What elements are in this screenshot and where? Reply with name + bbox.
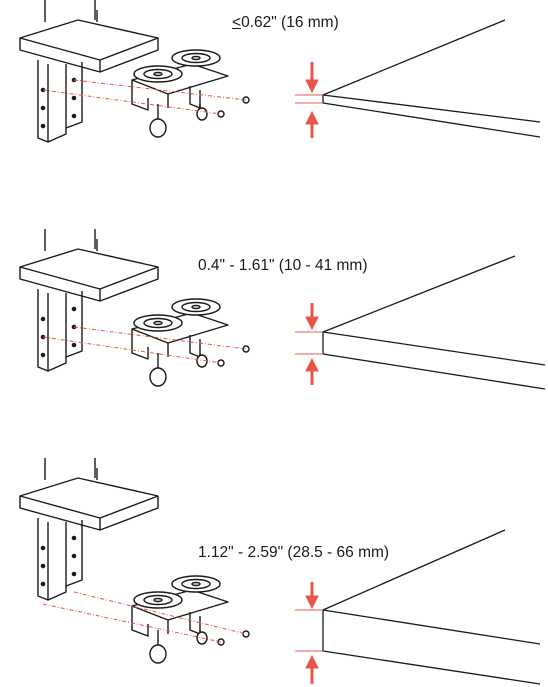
panel-medium-desk: 0.4" - 1.61" (10 - 41 mm) — [0, 229, 548, 458]
thickness-label: 1.12" - 2.59" (28.5 - 66 mm) — [198, 544, 389, 562]
thickness-range: 1.12" - 2.59" (28.5 - 66 mm) — [198, 544, 390, 561]
arrow-icon — [305, 303, 319, 385]
desk-edge-illustration — [295, 19, 541, 138]
clamp-illustration — [19, 0, 250, 143]
panel-thick-desk: 1.12" - 2.59" (28.5 - 66 mm) — [0, 458, 548, 687]
arrow-icon — [305, 62, 319, 138]
desk-edge-illustration — [295, 529, 541, 685]
thickness-range: 0.62" (16 mm) — [241, 14, 339, 31]
arrow-icon — [305, 582, 319, 684]
panel-thin-desk: <0.62" (16 mm) — [0, 0, 548, 229]
thickness-label: <0.62" (16 mm) — [232, 14, 339, 32]
less-equal-symbol: < — [232, 14, 242, 31]
thickness-range: 0.4" - 1.61" (10 - 41 mm) — [198, 257, 368, 274]
desk-edge-illustration — [295, 255, 546, 390]
clamp-illustration — [19, 458, 250, 664]
thickness-label: 0.4" - 1.61" (10 - 41 mm) — [198, 257, 368, 275]
clamp-illustration — [19, 229, 250, 387]
